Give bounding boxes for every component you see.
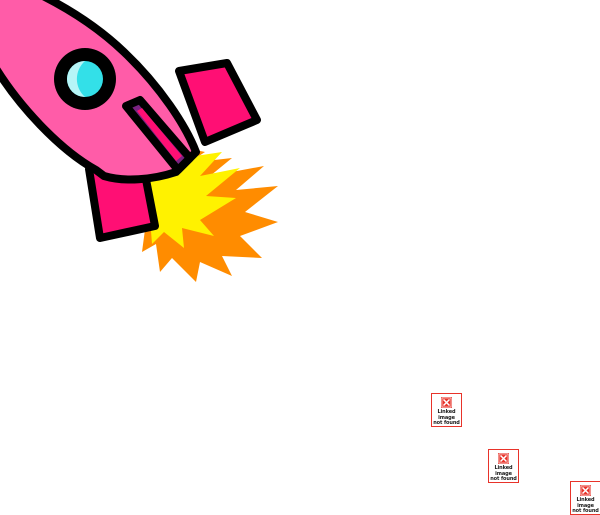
broken-image-placeholder[interactable]: Linked image not found [431, 393, 462, 427]
cartoon-rocket-illustration [0, 0, 278, 282]
body-stripe [122, 96, 194, 174]
broken-image-placeholder[interactable]: Linked image not found [488, 449, 519, 483]
placeholder-line-3: not found [433, 420, 460, 427]
placeholder-line-3: not found [572, 508, 599, 515]
broken-image-icon [441, 397, 452, 408]
broken-image-icon [580, 485, 591, 496]
placeholder-line-1: Linked [437, 409, 456, 415]
placeholder-line-2: image [438, 414, 455, 421]
broken-image-placeholder[interactable]: Linked image not found [570, 481, 600, 515]
broken-image-icon [498, 453, 509, 464]
upper-fin [175, 59, 261, 146]
placeholder-line-2: image [577, 502, 594, 509]
placeholder-line-3: not found [490, 476, 517, 483]
porthole-window [54, 48, 116, 110]
placeholder-line-2: image [495, 470, 512, 477]
placeholder-line-1: Linked [576, 497, 595, 503]
placeholder-line-1: Linked [494, 465, 513, 471]
